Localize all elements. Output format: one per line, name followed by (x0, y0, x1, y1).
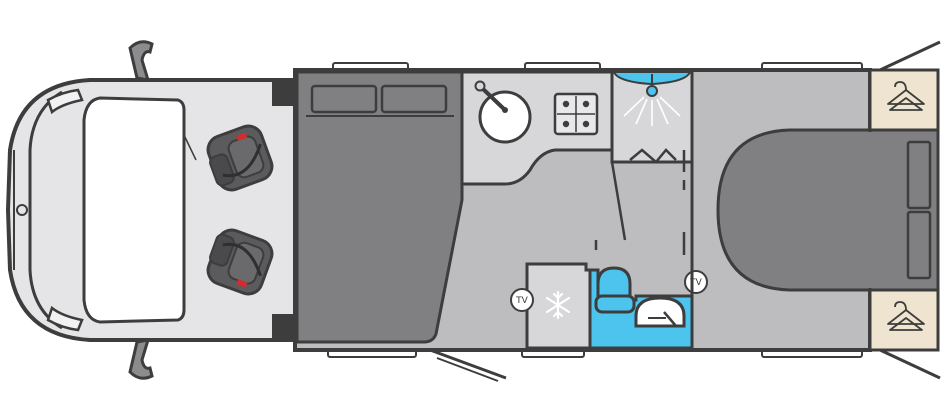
cab-headlight-bottom (46, 305, 84, 332)
shower-door (629, 148, 677, 164)
right-mirror (128, 338, 154, 380)
hanger-icon (887, 301, 925, 331)
cab-badge (16, 204, 28, 216)
tv-marker-front: TV (510, 288, 534, 312)
snowflake-icon (545, 290, 571, 320)
hob-icon (553, 92, 599, 136)
cab-dashboard-line (183, 134, 197, 161)
cab-windscreen (82, 96, 186, 324)
driver-seat (206, 124, 274, 192)
island-bed (716, 128, 872, 292)
rear-corner-line (879, 40, 941, 72)
rear-corner-line (879, 348, 941, 380)
front-bed-pillow-left (310, 84, 378, 114)
sink-icon (474, 80, 532, 144)
front-bed (295, 70, 464, 344)
cab-headlight-top (46, 88, 84, 115)
island-bed-pillow-bottom (906, 210, 932, 280)
left-mirror (128, 40, 154, 82)
island-bed-pillow-top (906, 140, 932, 210)
entrance-door-edge (436, 357, 499, 382)
entrance-door (429, 348, 507, 380)
front-bed-pillow-right (380, 84, 448, 114)
cab-step-bottom (272, 314, 296, 340)
hanger-icon (887, 81, 925, 111)
washbasin-icon (634, 296, 686, 328)
tv-label: TV (515, 296, 528, 306)
cab-bonnet (28, 90, 63, 330)
cab-step-top (272, 80, 296, 106)
tv-marker-rear: TV (684, 270, 708, 294)
tv-label: TV (689, 278, 702, 288)
washroom-partition (610, 161, 627, 241)
passenger-seat (206, 228, 274, 296)
toilet-icon (594, 266, 636, 314)
shower-icon (623, 74, 681, 126)
